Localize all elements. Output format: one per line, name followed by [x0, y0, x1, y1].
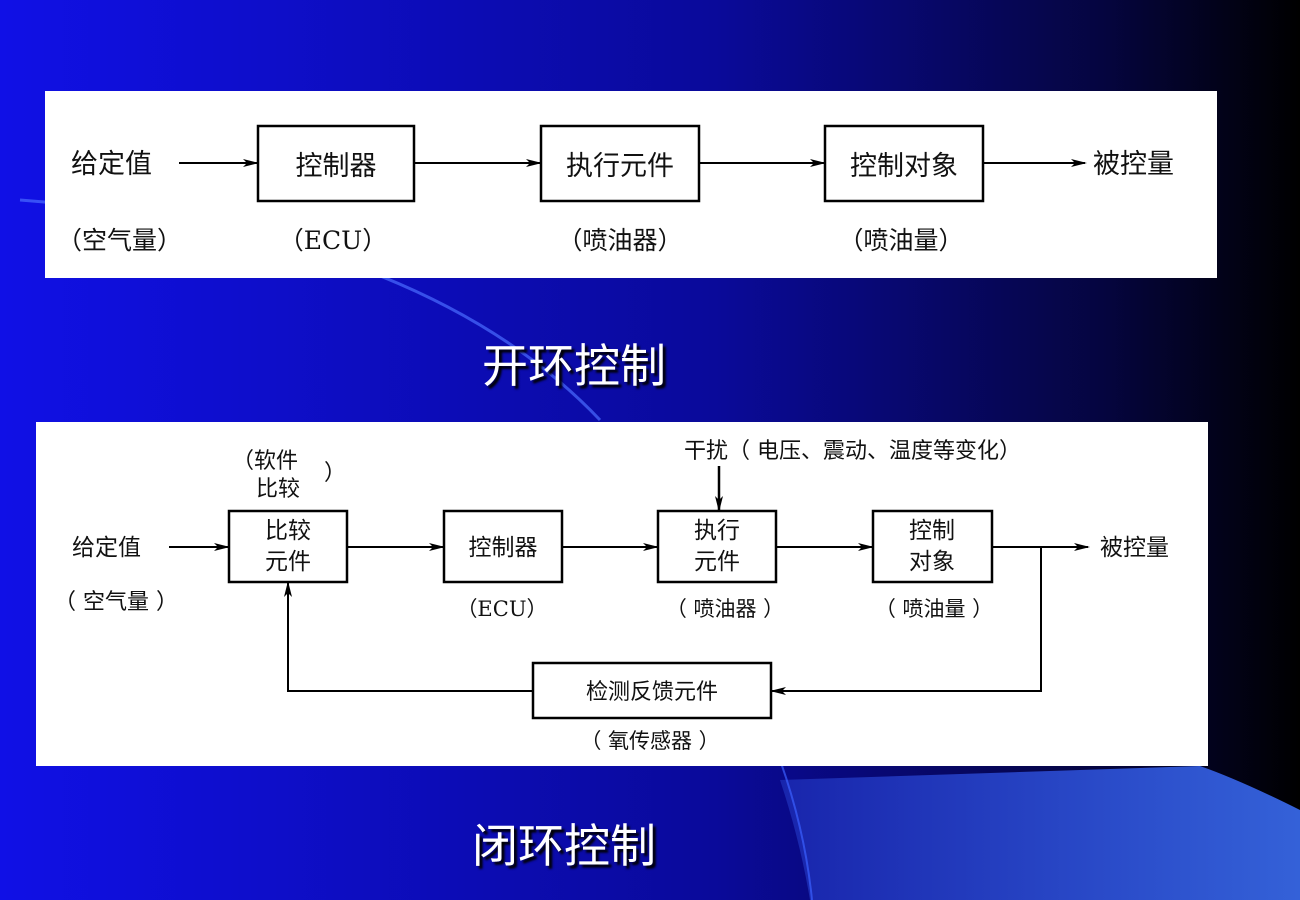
plant-label-2: 对象 — [909, 549, 955, 575]
input-sub-label: （ 空气量 ） — [54, 590, 178, 615]
feedback-sub-label: （ 氧传感器 ） — [580, 729, 719, 753]
controller-sub-label: （ECU） — [279, 226, 387, 255]
closed-loop-title: 闭环控制 — [472, 819, 656, 873]
open-loop-diagram: 给定值 （空气量） 控制器 （ECU） 执行元件 （喷油器） 控制对象 （喷油量… — [45, 91, 1217, 278]
plant-sub-label: （喷油量） — [838, 226, 963, 255]
actuator-sub-label: （ 喷油器 ） — [666, 597, 784, 621]
feedback-block — [531, 661, 773, 720]
feedback-path-left — [284, 581, 533, 692]
actuator-block — [656, 509, 778, 584]
comparator-note-2: 比较 — [256, 477, 300, 502]
actuator-label-2: 元件 — [694, 549, 740, 575]
open-loop-svg: 给定值 （空气量） 控制器 （ECU） 执行元件 （喷油器） 控制对象 （喷油量… — [57, 124, 1174, 255]
comparator-block — [227, 509, 349, 584]
closed-loop-diagram: 给定值 （ 空气量 ） （软件 比较 ） 比较 元件 控制器 （ECU） 执行 … — [36, 422, 1208, 766]
controller-block — [442, 509, 564, 584]
actuator-label-1: 执行 — [694, 518, 740, 544]
comparator-label-2: 元件 — [265, 549, 311, 575]
controller-sub-label: （ECU） — [456, 597, 547, 621]
input-sub-label: （空气量） — [57, 226, 182, 255]
closed-loop-svg: 给定值 （ 空气量 ） （软件 比较 ） 比较 元件 控制器 （ECU） 执行 … — [54, 439, 1169, 753]
plant-label: 控制对象 — [850, 151, 958, 182]
actuator-label: 执行元件 — [566, 151, 674, 182]
actuator-block — [539, 124, 701, 203]
comparator-note-close: ） — [324, 461, 346, 486]
feedback-label: 检测反馈元件 — [586, 680, 718, 705]
comparator-note-1: （软件 — [232, 449, 298, 474]
output-label: 被控量 — [1100, 535, 1169, 561]
feedback-path-right — [770, 547, 1042, 695]
plant-block — [823, 124, 985, 203]
comparator-label-1: 比较 — [265, 518, 311, 544]
plant-label-1: 控制 — [909, 518, 955, 544]
controller-label: 控制器 — [469, 535, 538, 561]
input-label: 给定值 — [71, 149, 152, 180]
controller-label: 控制器 — [296, 151, 377, 182]
actuator-sub-label: （喷油器） — [557, 226, 682, 255]
output-label: 被控量 — [1093, 149, 1174, 180]
input-label: 给定值 — [72, 535, 141, 561]
disturbance-label: 干扰（ 电压、震动、温度等变化） — [684, 439, 1021, 464]
plant-sub-label: （ 喷油量 ） — [875, 597, 993, 621]
open-loop-title: 开环控制 — [482, 339, 666, 393]
plant-block — [871, 509, 994, 584]
